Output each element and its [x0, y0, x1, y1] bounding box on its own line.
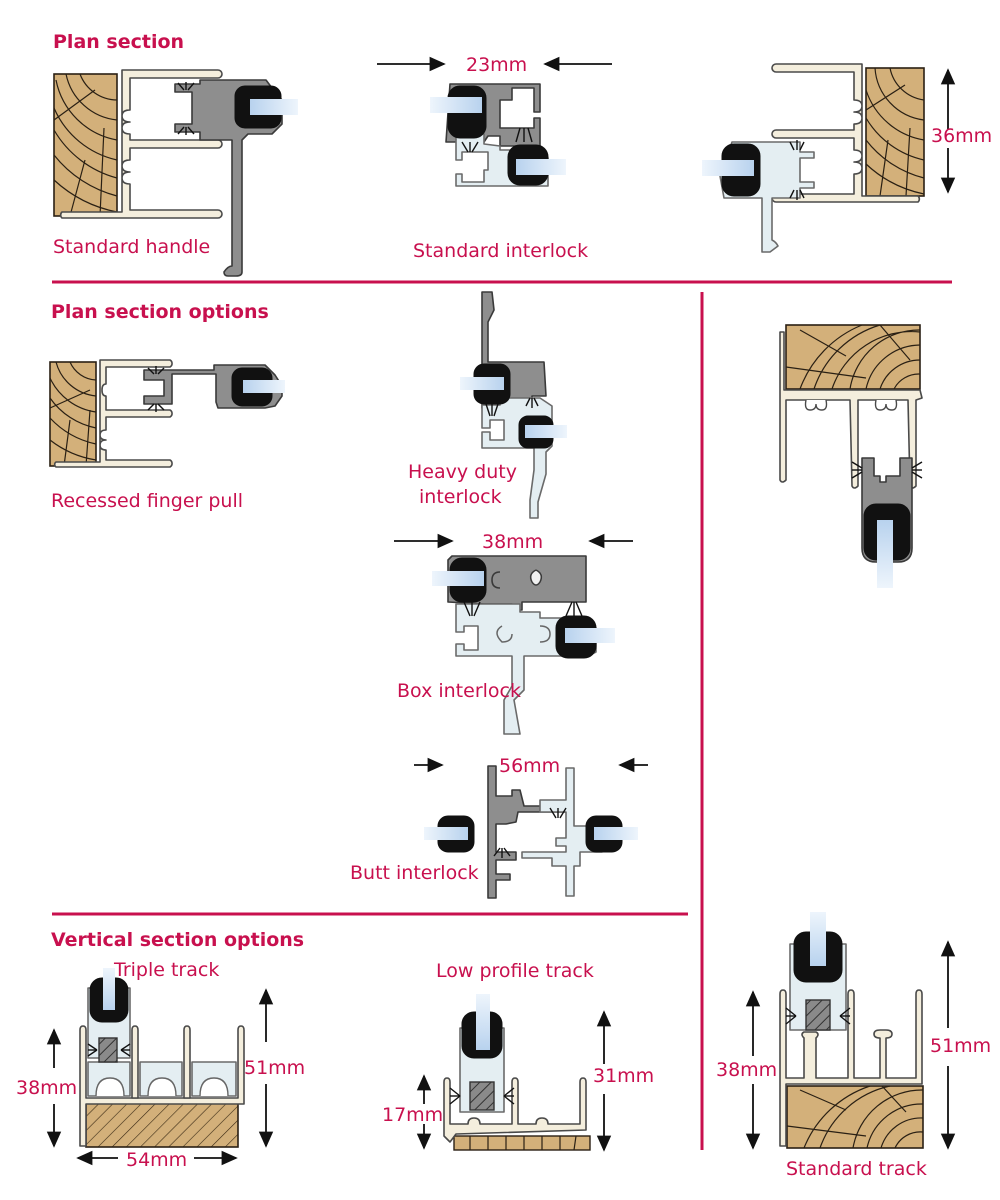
label-standard-interlock: Standard interlock	[413, 240, 588, 262]
c-slot	[874, 399, 898, 411]
brush-seal	[493, 807, 567, 858]
label-recessed-finger-pull: Recessed finger pull	[51, 490, 243, 512]
glass-pane	[877, 520, 893, 588]
label-butt-interlock: Butt interlock	[350, 862, 479, 884]
label-triple-track: Triple track	[113, 959, 219, 981]
brush-seal	[87, 1043, 131, 1057]
glass-pane-bottom	[516, 159, 566, 175]
glass-pane-bottom	[565, 628, 615, 643]
label-standard-handle: Standard handle	[53, 236, 210, 258]
cream-jamb-profile	[59, 69, 223, 219]
heading-plan-section: Plan section	[53, 31, 184, 53]
glass-pane-bottom	[525, 425, 567, 438]
c-slot	[539, 625, 551, 643]
figure-heavy-duty-interlock	[460, 291, 567, 519]
dimension-38mm-left: 38mm	[16, 1077, 77, 1099]
label-box-interlock: Box interlock	[397, 680, 521, 702]
cream-track-profile	[443, 1077, 587, 1143]
glass-pane-top	[430, 97, 482, 113]
wheel-cavity	[95, 1077, 229, 1097]
figure-standard-track	[745, 912, 956, 1150]
brush-seal	[485, 397, 539, 417]
dimension-38mm-left: 38mm	[716, 1059, 777, 1081]
c-slot	[491, 571, 501, 589]
c-slot	[529, 569, 543, 586]
label-standard-track: Standard track	[786, 1158, 927, 1180]
wheel-carrier	[469, 1081, 495, 1111]
dimension-51mm-right: 51mm	[244, 1057, 305, 1079]
brush-seal	[463, 601, 583, 617]
glass-pane	[702, 160, 754, 176]
cream-jamb-profile	[53, 359, 173, 468]
brush-seal	[785, 1007, 851, 1025]
cream-track-profile	[79, 1025, 245, 1147]
timber-strip	[453, 1135, 591, 1151]
glass-pane	[243, 380, 285, 393]
figure-frame-jamb	[702, 63, 956, 253]
glass-pane	[810, 912, 826, 966]
glass-pane-left	[424, 827, 468, 840]
glass-pane	[250, 99, 298, 115]
label-heavy-duty-line1: Heavy duty	[408, 461, 517, 483]
figure-box-interlock	[394, 533, 633, 735]
brush-seal	[789, 140, 805, 200]
cream-jamb-profile	[771, 63, 921, 203]
glass-pane-right	[594, 827, 638, 840]
heading-plan-section-options: Plan section options	[51, 301, 269, 323]
figure-head-track	[779, 324, 923, 588]
wheel-carrier	[98, 1037, 118, 1063]
brush-seal	[147, 366, 165, 412]
timber-section	[49, 361, 97, 467]
brush-seal	[177, 82, 195, 135]
dimension-54mm-bottom: 54mm	[126, 1149, 187, 1171]
c-slot	[496, 625, 513, 643]
timber-section	[786, 1085, 924, 1149]
figure-recessed-finger-pull	[49, 359, 285, 468]
brush-seal	[449, 1087, 515, 1105]
dimension-31mm-right: 31mm	[593, 1065, 654, 1087]
dimension-51mm-right: 51mm	[930, 1035, 991, 1057]
timber-section	[785, 324, 921, 390]
label-low-profile-track: Low profile track	[436, 960, 594, 982]
brush-seal	[461, 127, 533, 153]
timber-section	[865, 67, 925, 197]
label-heavy-duty-line2: interlock	[419, 486, 502, 508]
cream-head-profile	[779, 331, 923, 489]
glass-pane	[103, 968, 115, 1010]
grey-handle-profile	[174, 79, 283, 277]
timber-grain	[469, 1135, 577, 1151]
figure-standard-interlock	[377, 56, 612, 187]
dimension-38mm: 38mm	[482, 531, 543, 553]
dimension-56mm: 56mm	[499, 755, 560, 777]
figure-butt-interlock	[414, 757, 648, 899]
figure-triple-track	[46, 968, 274, 1166]
c-slot	[804, 399, 828, 411]
grey-butt-profile	[487, 765, 569, 899]
figure-low-profile-track	[416, 994, 612, 1152]
brush-seal	[851, 461, 923, 479]
timber-section	[53, 73, 118, 217]
dimension-17mm-left: 17mm	[382, 1104, 443, 1126]
dimension-36mm: 36mm	[931, 125, 992, 147]
dimension-23mm: 23mm	[466, 54, 527, 76]
timber-section	[85, 1100, 239, 1148]
wheel-carrier	[805, 999, 831, 1031]
figure-standard-handle	[53, 69, 298, 277]
heading-vertical-section-options: Vertical section options	[51, 929, 304, 951]
track-divider	[131, 1025, 191, 1099]
cream-track-profile	[779, 989, 923, 1147]
glass-pane	[476, 994, 490, 1050]
glass-pane-top	[460, 377, 504, 390]
glass-pane-top	[432, 571, 484, 586]
